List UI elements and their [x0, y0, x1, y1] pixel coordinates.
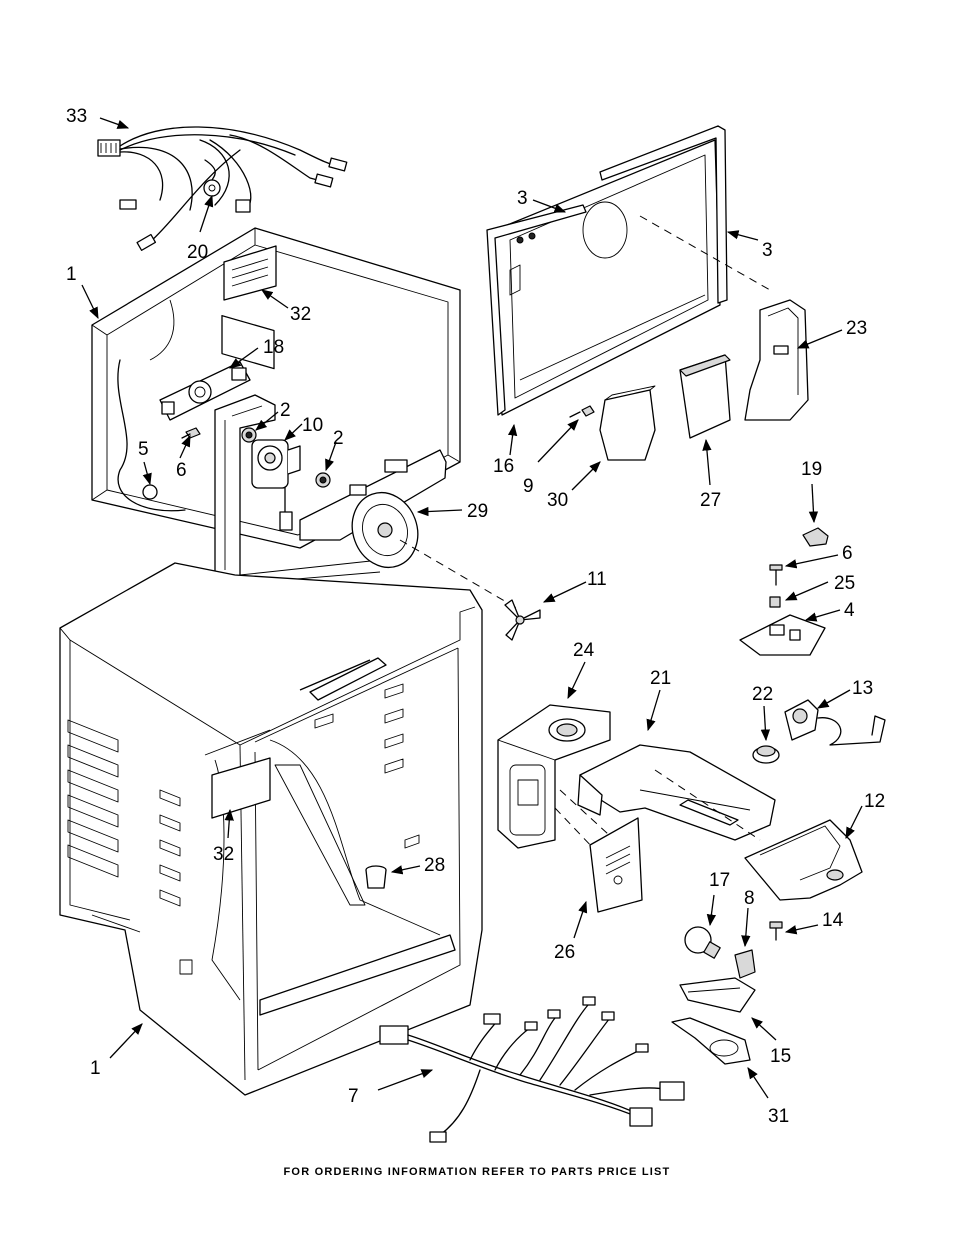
callout-9: 9	[523, 476, 534, 497]
callout-1-upper: 1	[66, 264, 77, 285]
callout-17: 17	[709, 870, 730, 891]
gasket-3-right	[599, 125, 728, 304]
leader-dash-fan	[399, 539, 521, 611]
wire-harness-7	[379, 996, 685, 1143]
callout-27: 27	[700, 490, 721, 511]
callout-2-a: 2	[280, 400, 291, 421]
clip-19	[802, 527, 829, 547]
callout-14: 14	[822, 910, 844, 931]
duct-30	[599, 385, 656, 461]
screw-6-right	[769, 564, 783, 586]
fresh-food-liner-1	[59, 562, 483, 1096]
callout-20: 20	[187, 242, 208, 263]
callout-labels: 33 20 1 32 18 2 10 2 6 5 29 3 3 23 16 9 …	[66, 106, 885, 1127]
callout-30: 30	[547, 490, 568, 511]
callout-18: 18	[263, 337, 284, 358]
footer-note: FOR ORDERING INFORMATION REFER TO PARTS …	[283, 1166, 671, 1178]
callout-29: 29	[467, 501, 488, 522]
wire-harness-33	[97, 126, 348, 251]
bracket-18	[159, 361, 251, 421]
light-housing-12	[744, 819, 863, 901]
vent-cover-32-lower	[211, 757, 271, 819]
socket-plate-31	[671, 1017, 751, 1065]
callout-21: 21	[650, 668, 671, 689]
air-tower-23	[744, 299, 809, 421]
callout-5: 5	[138, 439, 149, 460]
callout-31: 31	[768, 1106, 789, 1127]
callout-15: 15	[770, 1046, 791, 1067]
callout-1-lower: 1	[90, 1058, 101, 1079]
callout-3-right: 3	[762, 240, 773, 261]
screw-9	[569, 405, 595, 418]
spacer-25	[769, 596, 781, 608]
callout-26: 26	[554, 942, 575, 963]
grommet-5	[142, 484, 158, 500]
callout-19: 19	[801, 459, 822, 480]
lens-15	[679, 977, 756, 1013]
freezer-liner-1	[91, 227, 461, 549]
leader-lines	[81, 117, 863, 1099]
callout-25: 25	[834, 573, 855, 594]
socket-8	[734, 949, 756, 979]
callout-22: 22	[752, 684, 773, 705]
screw-14	[769, 921, 783, 941]
callout-16: 16	[493, 456, 514, 477]
control-board-4	[739, 614, 826, 656]
thermostat-13	[784, 699, 886, 746]
callout-24: 24	[573, 640, 595, 661]
callout-2-b: 2	[333, 428, 344, 449]
knob-22	[752, 745, 780, 764]
fan-motor-10	[251, 439, 301, 531]
callout-6-left: 6	[176, 460, 187, 481]
callout-3-left: 3	[517, 188, 528, 209]
fan-shroud-29	[299, 449, 447, 568]
housing-24	[497, 704, 611, 849]
vent-cover-32-upper	[223, 245, 277, 301]
callout-23: 23	[846, 318, 867, 339]
callout-32-lower: 32	[213, 844, 234, 865]
liner-cord	[117, 359, 186, 512]
callout-10: 10	[302, 415, 323, 436]
callout-4: 4	[844, 600, 855, 621]
callout-12: 12	[864, 791, 885, 812]
callout-7: 7	[348, 1086, 359, 1107]
duct-21	[577, 744, 776, 841]
plug-28	[365, 865, 387, 889]
callout-8: 8	[744, 888, 755, 909]
cover-26	[589, 817, 643, 913]
callout-28: 28	[424, 855, 445, 876]
callout-11: 11	[587, 569, 607, 590]
callout-6-right: 6	[842, 543, 853, 564]
callout-33: 33	[66, 106, 87, 127]
callout-32-upper: 32	[290, 304, 311, 325]
fan-blade-11	[504, 599, 541, 641]
bulb-17	[684, 926, 721, 959]
gasket-3-left	[486, 204, 587, 416]
duct-cover-27	[679, 354, 731, 439]
callout-13: 13	[852, 678, 873, 699]
